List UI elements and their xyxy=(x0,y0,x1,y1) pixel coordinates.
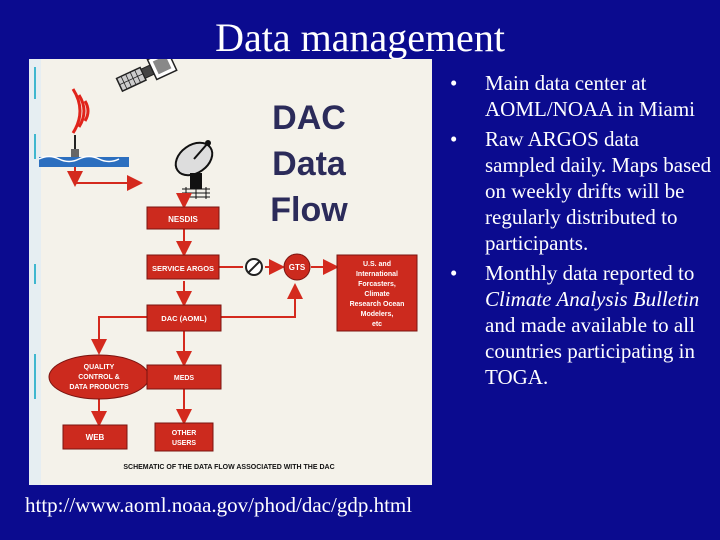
meds-label: MEDS xyxy=(174,375,195,382)
diagram-caption: SCHEMATIC OF THE DATA FLOW ASSOCIATED WI… xyxy=(123,464,334,471)
web-label: WEB xyxy=(86,433,105,442)
bullet-dot: • xyxy=(450,127,458,151)
service-argos-box xyxy=(146,254,220,280)
forecasters-line-7: etc xyxy=(372,321,382,328)
forecasters-line-5: Research Ocean xyxy=(350,301,405,308)
other-users-line-2: USERS xyxy=(172,440,196,447)
nesdis-box xyxy=(146,206,220,230)
source-url[interactable]: http://www.aoml.noaa.gov/phod/dac/gdp.ht… xyxy=(25,493,413,517)
forecasters-box xyxy=(336,254,418,332)
bullet-dot: • xyxy=(450,261,458,285)
other-users-line-1: OTHER xyxy=(172,430,197,437)
heading-line-1: DAC xyxy=(272,99,346,137)
bullet-text-italic: Climate Analysis Bulletin xyxy=(485,287,700,311)
heading-line-3: Flow xyxy=(270,191,348,229)
gts-label: GTS xyxy=(289,263,306,272)
satellite-dish-icon xyxy=(174,140,214,199)
bullet-item: • Raw ARGOS data sampled daily. Maps bas… xyxy=(450,126,712,256)
bullet-text-before: Monthly data reported to xyxy=(485,261,695,285)
other-users-box xyxy=(154,422,214,452)
bullet-item: • Main data center at AOML/NOAA in Miami xyxy=(450,70,712,122)
qc-line-3: DATA PRODUCTS xyxy=(69,384,129,391)
forecasters-line-2: International xyxy=(356,271,398,278)
bullet-item: • Monthly data reported to Climate Analy… xyxy=(450,260,712,390)
no-entry-icon xyxy=(245,258,263,276)
bullet-text: Raw ARGOS data sampled daily. Maps based… xyxy=(485,127,712,255)
forecasters-line-3: Forcasters, xyxy=(358,281,396,288)
other-users-label: OTHER USERS xyxy=(172,430,197,447)
satellite-icon xyxy=(115,59,178,93)
drifting-buoy-icon xyxy=(38,135,129,167)
forecasters-line-1: U.S. and xyxy=(363,261,391,268)
qc-line-1: QUALITY xyxy=(84,364,115,371)
diagram-canvas: DAC Data Flow NESDIS xyxy=(29,59,418,485)
nesdis-label: NESDIS xyxy=(168,215,198,224)
heading-line-2: Data xyxy=(272,145,347,183)
diagram-heading: DAC Data Flow xyxy=(270,99,348,229)
dac-aoml-label: DAC (AOML) xyxy=(161,314,207,323)
signal-waves xyxy=(71,88,90,134)
qc-line-2: CONTROL & xyxy=(78,374,119,381)
dac-aoml-box xyxy=(146,304,222,332)
forecasters-line-4: Climate xyxy=(364,291,389,298)
bullet-text-after: and made available to all countries part… xyxy=(485,313,695,389)
service-argos-label: SERVICE ARGOS xyxy=(152,264,214,273)
gts-node xyxy=(283,253,311,281)
quality-control-label: QUALITY CONTROL & DATA PRODUCTS xyxy=(69,364,129,391)
bullet-list: • Main data center at AOML/NOAA in Miami… xyxy=(450,70,712,394)
forecasters-line-6: Modelers, xyxy=(361,311,394,318)
slide-title: Data management xyxy=(215,15,505,60)
web-box xyxy=(62,424,128,450)
bullet-text: Main data center at AOML/NOAA in Miami xyxy=(485,71,695,121)
forecasters-label: U.S. and International Forcasters, Clima… xyxy=(350,261,405,328)
meds-box xyxy=(146,364,222,390)
bullet-dot: • xyxy=(450,71,458,95)
dac-data-flow-diagram: DAC Data Flow NESDIS xyxy=(29,59,432,485)
